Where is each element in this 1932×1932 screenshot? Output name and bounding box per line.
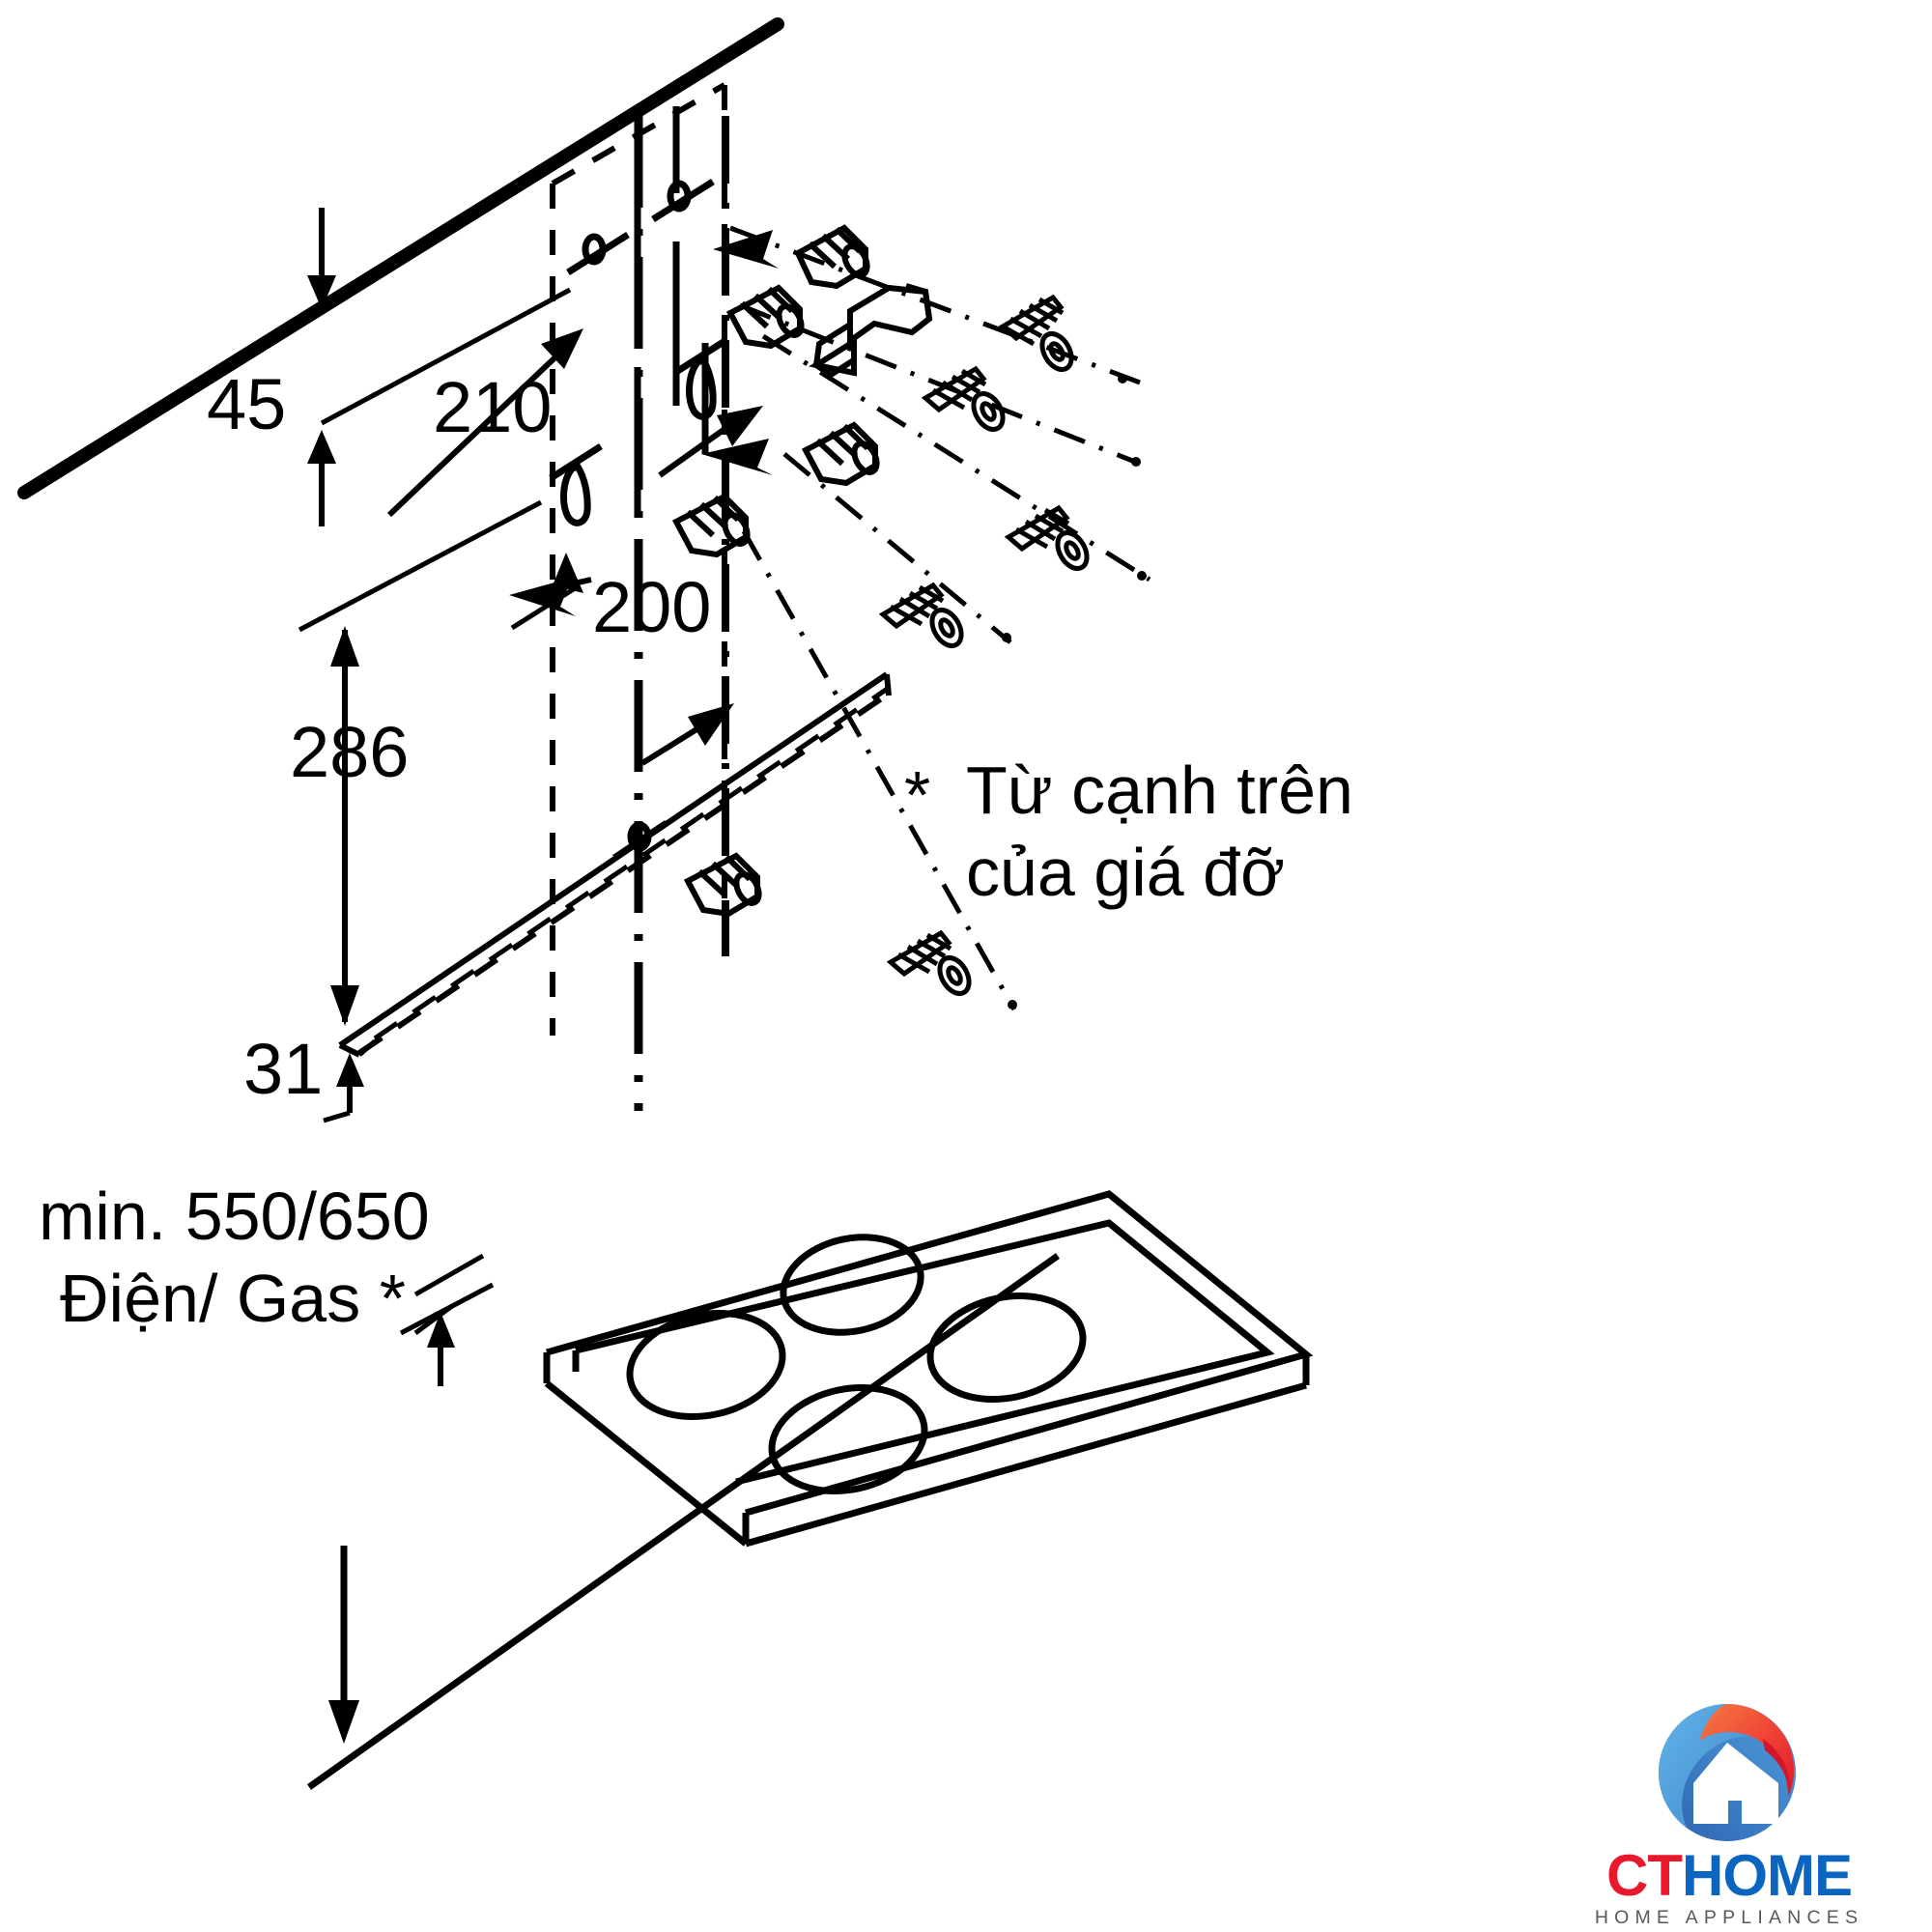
- dimension-45-bottom-arrow: [307, 430, 336, 526]
- cthome-logo-mark: [1659, 1704, 1796, 1841]
- worktop-line: [306, 1253, 1061, 1790]
- support-rail: [338, 671, 892, 1058]
- fuel-type-label: Điện/ Gas *: [60, 1261, 406, 1336]
- keyhole-slot-mid-right: [674, 337, 728, 420]
- dimension-286-arrows: [298, 499, 543, 1026]
- footnote-line-1: Từ cạnh trên: [966, 753, 1353, 828]
- cthome-wordmark-ct: CT: [1606, 1843, 1683, 1908]
- wall-spacer-bracket: [809, 283, 933, 379]
- dimension-label-210: 210: [433, 367, 553, 447]
- screw-3: [1004, 504, 1090, 571]
- min-height-arrow: [328, 1546, 359, 1744]
- dimension-45-top-arrow: [307, 208, 336, 309]
- cthome-wordmark-home: HOME: [1681, 1843, 1853, 1908]
- cthome-logo: CTHOME HOME APPLIANCES: [1541, 1700, 1918, 1928]
- min-height-label: min. 550/650: [39, 1179, 430, 1254]
- dimension-label-31: 31: [243, 1029, 324, 1109]
- screw-4: [878, 582, 964, 648]
- dimension-210-leaders: [386, 328, 763, 518]
- wall-plug-5: [683, 852, 762, 918]
- keyhole-slot-upper-left: [566, 232, 630, 275]
- screw-5: [886, 929, 972, 996]
- screw-2: [921, 365, 1006, 432]
- wall-plug-1: [794, 224, 870, 290]
- dimension-label-45: 45: [207, 364, 287, 444]
- keyhole-slot-upper-right: [651, 179, 715, 222]
- dimension-label-286: 286: [290, 712, 410, 792]
- footnote-line-2: của giá đỡ: [966, 835, 1286, 910]
- dimension-label-200: 200: [592, 567, 712, 647]
- ceiling-line: [17, 17, 784, 499]
- wall-plug-4: [671, 493, 751, 558]
- wall-plug-2: [725, 284, 805, 350]
- wall-plug-3: [801, 421, 880, 487]
- cooktop: [543, 1190, 1314, 1548]
- leader-end-dots: [1002, 374, 1147, 1009]
- cthome-tagline: HOME APPLIANCES: [1594, 1907, 1864, 1928]
- keyhole-slot-mid-left: [549, 443, 603, 526]
- extension-line-45: [320, 287, 572, 426]
- dimension-31-leader: [399, 1253, 495, 1386]
- assembly-arrows: [509, 230, 779, 616]
- cthome-wordmark: CTHOME: [1541, 1847, 1918, 1905]
- footnote-asterisk: *: [904, 757, 931, 833]
- screw-1: [998, 294, 1074, 372]
- cooktop-burners: [626, 1234, 1087, 1495]
